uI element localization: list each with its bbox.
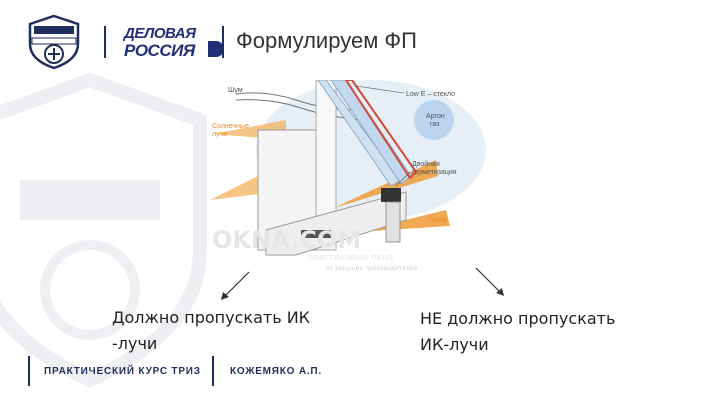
- label-warm: Тепло: [428, 217, 448, 224]
- window-diagram: Шум Low E – стекло Солнечные лучи Аргон …: [210, 80, 486, 272]
- low-e-coating: [344, 80, 418, 180]
- delovaya-rossiya-logo: ДЕЛОВАЯ РОССИЯ: [124, 25, 224, 61]
- arrow-right: [475, 267, 504, 296]
- header-divider-1: [104, 26, 106, 58]
- footer-divider-2: [212, 356, 214, 386]
- caption-right: НЕ должно пропускать ИК-лучи: [420, 306, 660, 358]
- argon-circle: [414, 100, 454, 140]
- frame-profile: [315, 80, 337, 251]
- caption-right-line-1: НЕ должно пропускать: [420, 309, 616, 328]
- footer-author: КОЖЕМЯКО А.П.: [230, 366, 323, 377]
- header-divider-2: [222, 26, 224, 58]
- label-sun: Солнечные: [212, 123, 249, 130]
- caption-left: Должно пропускать ИК -лучи: [112, 305, 352, 357]
- background-watermark: [0, 72, 207, 388]
- caption-left-line-2: -лучи: [112, 334, 158, 353]
- site-watermark-sub: пластиковые окна: [306, 253, 393, 263]
- site-watermark-url: от ведущих производителей: [326, 265, 417, 272]
- logo-line-2: РОССИЯ: [124, 41, 195, 60]
- hinge: [301, 230, 331, 238]
- footer-divider-1: [28, 356, 30, 386]
- label-argon-gas: газ: [430, 121, 439, 128]
- page-title: Формулируем ФП: [236, 28, 417, 53]
- label-seal-2: герметизация: [412, 169, 457, 176]
- label-argon: Аргон: [426, 113, 445, 120]
- logo-line-1: ДЕЛОВАЯ: [124, 25, 196, 42]
- pointer-line: [395, 171, 411, 187]
- seal-block: [381, 188, 401, 202]
- label-seal-1: Двойная: [412, 160, 440, 168]
- logo-d-mark-icon: [208, 41, 224, 57]
- caption-right-line-2: ИК-лучи: [420, 335, 489, 354]
- warm-ray-arrow: [334, 160, 438, 208]
- arrow-left: [221, 271, 250, 300]
- site-watermark: OKNA.COM: [212, 226, 361, 254]
- label-noise: Шум: [228, 87, 243, 94]
- emblem-logo: [28, 14, 80, 70]
- label-low-e: Low E – стекло: [406, 91, 455, 98]
- pointer-line: [355, 85, 405, 94]
- label-rays: лучи: [212, 131, 227, 138]
- footer-course: ПРАКТИЧЕСКИЙ КУРС ТРИЗ: [44, 366, 201, 377]
- seal-block: [385, 201, 401, 243]
- caption-left-line-1: Должно пропускать ИК: [112, 308, 311, 327]
